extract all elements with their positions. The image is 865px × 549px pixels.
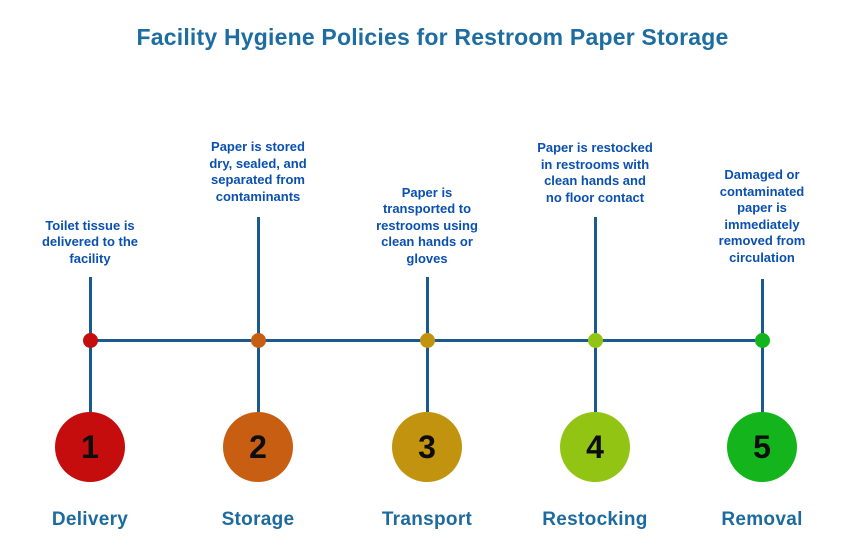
timeline-step-delivery: Toilet tissue is delivered to the facili… xyxy=(5,0,175,549)
step-number-circle: 4 xyxy=(560,412,630,482)
step-number: 4 xyxy=(586,429,604,465)
step-label: Transport xyxy=(381,509,473,530)
step-description: Paper is restocked in restrooms with cle… xyxy=(537,140,653,205)
step-description: Toilet tissue is delivered to the facili… xyxy=(41,217,139,266)
step-description: Paper is transported to restrooms using … xyxy=(376,184,478,266)
step-number: 3 xyxy=(418,429,436,465)
step-number: 2 xyxy=(249,429,267,465)
step-connector-line xyxy=(593,217,597,412)
step-number-circle: 5 xyxy=(727,412,797,482)
timeline-step-storage: Paper is stored dry, sealed, and separat… xyxy=(173,0,343,549)
page-title: Facility Hygiene Policies for Restroom P… xyxy=(136,24,729,50)
step-label: Removal xyxy=(721,509,803,530)
step-label: Delivery xyxy=(51,509,129,530)
step-label: Storage xyxy=(221,509,295,530)
timeline-step-removal: Damaged or contaminated paper is immedia… xyxy=(677,0,847,549)
timeline-step-restocking: Paper is restocked in restrooms with cle… xyxy=(510,0,680,549)
step-number-circle: 2 xyxy=(223,412,293,482)
step-dot xyxy=(82,333,98,348)
step-description: Paper is stored dry, sealed, and separat… xyxy=(209,139,307,204)
step-number-circle: 3 xyxy=(392,412,462,482)
step-description: Damaged or contaminated paper is immedia… xyxy=(718,167,806,265)
step-dot xyxy=(419,333,435,348)
step-dot xyxy=(587,333,603,348)
step-dot xyxy=(754,333,770,348)
step-number: 5 xyxy=(753,429,771,465)
step-label: Restocking xyxy=(542,509,648,530)
step-number-circle: 1 xyxy=(55,412,125,482)
step-connector-line xyxy=(256,217,260,412)
step-number: 1 xyxy=(81,429,99,465)
timeline-step-transport: Paper is transported to restrooms using … xyxy=(342,0,512,549)
step-dot xyxy=(250,333,266,348)
